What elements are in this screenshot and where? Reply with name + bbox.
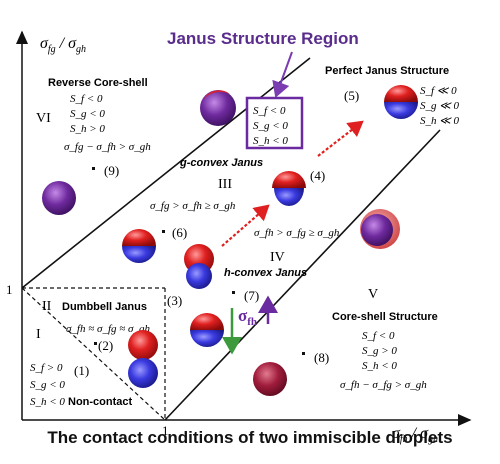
y-axis-label: σfg / σgh xyxy=(40,35,86,55)
janus-cond-3: S_h < 0 xyxy=(253,135,288,147)
progression-arrow-2 xyxy=(317,120,364,157)
sigma-fh-label: σfh xyxy=(238,306,257,328)
droplet-perfect-janus xyxy=(384,85,418,119)
droplet-g-convex xyxy=(272,171,306,206)
reverse-core-shell-title: Reverse Core-shell xyxy=(48,77,148,89)
progression-arrow-1 xyxy=(221,204,270,247)
core-shell-title: Core-shell Structure xyxy=(332,311,438,323)
h-convex-relation: σ_fh > σ_fg ≥ σ_gh xyxy=(254,227,340,239)
point-4-label: (4) xyxy=(310,168,325,183)
non-contact-title: Non-contact xyxy=(68,396,133,408)
reverse-core-shell-cond-1: S_f < 0 xyxy=(70,93,103,105)
janus-cond-2: S_g < 0 xyxy=(253,120,288,132)
x-tick-1: 1 xyxy=(162,423,169,438)
point-3-label: (3) xyxy=(167,293,182,308)
janus-region-title: Janus Structure Region xyxy=(167,29,359,48)
h-convex-title: h-convex Janus xyxy=(224,267,307,279)
point-1-label: (1) xyxy=(74,363,89,378)
perfect-janus-cond-3: S_h ≪ 0 xyxy=(420,115,460,127)
point-5-label: (5) xyxy=(344,88,359,103)
region-numeral-ii: II xyxy=(42,299,52,314)
droplet-core-shell xyxy=(253,362,287,396)
figure-caption: The contact conditions of two immiscible… xyxy=(47,428,453,447)
boundary-lower xyxy=(164,129,441,421)
y-tick-1: 1 xyxy=(6,282,13,297)
perfect-janus-cond-2: S_g ≪ 0 xyxy=(420,100,460,112)
perfect-janus-title: Perfect Janus Structure xyxy=(325,65,449,77)
droplet-dumbbell xyxy=(128,330,158,388)
core-shell-cond-1: S_f < 0 xyxy=(362,330,395,342)
point-9-marker xyxy=(92,167,95,170)
g-convex-title: g-convex Janus xyxy=(179,157,263,169)
region-numeral-iii: III xyxy=(218,177,232,192)
reverse-core-shell-relation: σ_fg − σ_fh > σ_gh xyxy=(64,141,151,153)
region-numeral-vi: VI xyxy=(36,111,51,126)
point-7-marker xyxy=(232,291,235,294)
region-numeral-iv: IV xyxy=(270,250,285,265)
janus-pointer xyxy=(272,51,293,98)
point-6-label: (6) xyxy=(172,225,187,240)
region-numeral-i: I xyxy=(36,327,41,342)
point-9-label: (9) xyxy=(104,163,119,178)
non-contact-cond-3: S_h < 0 xyxy=(30,396,65,408)
droplet-3 xyxy=(184,244,214,289)
droplet-core-shell-boundary xyxy=(360,209,400,249)
droplet-6 xyxy=(122,229,156,263)
non-contact-cond-1: S_f > 0 xyxy=(30,362,63,374)
droplet-reverse-core-shell xyxy=(42,181,76,215)
boundary-upper xyxy=(21,57,311,289)
dashed-diagonal xyxy=(21,287,166,421)
droplet-upper-boundary xyxy=(200,90,236,126)
perfect-janus-cond-1: S_f ≪ 0 xyxy=(420,85,457,97)
point-8-label: (8) xyxy=(314,350,329,365)
point-8-marker xyxy=(302,352,305,355)
reverse-core-shell-cond-2: S_g < 0 xyxy=(70,108,105,120)
non-contact-cond-2: S_g < 0 xyxy=(30,379,65,391)
core-shell-relation: σ_fh − σ_fg > σ_gh xyxy=(340,379,427,391)
janus-cond-1: S_f < 0 xyxy=(253,105,286,117)
dumbbell-title: Dumbbell Janus xyxy=(62,301,147,313)
point-7-label: (7) xyxy=(244,288,259,303)
point-2-label: (2) xyxy=(98,338,113,353)
janus-conditions-box xyxy=(245,96,304,150)
core-shell-cond-3: S_h < 0 xyxy=(362,360,397,372)
core-shell-cond-2: S_g > 0 xyxy=(362,345,397,357)
dumbbell-relation: σ_fh ≈ σ_fg ≈ σ_gh xyxy=(66,323,150,335)
point-6-marker xyxy=(162,230,165,233)
g-convex-relation: σ_fg > σ_fh ≥ σ_gh xyxy=(150,200,236,212)
x-axis-label: σfh / σgh xyxy=(392,425,438,445)
region-numeral-v: V xyxy=(368,287,378,302)
droplet-h-convex xyxy=(190,313,224,347)
point-2-marker xyxy=(94,342,97,345)
reverse-core-shell-cond-3: S_h > 0 xyxy=(70,123,105,135)
